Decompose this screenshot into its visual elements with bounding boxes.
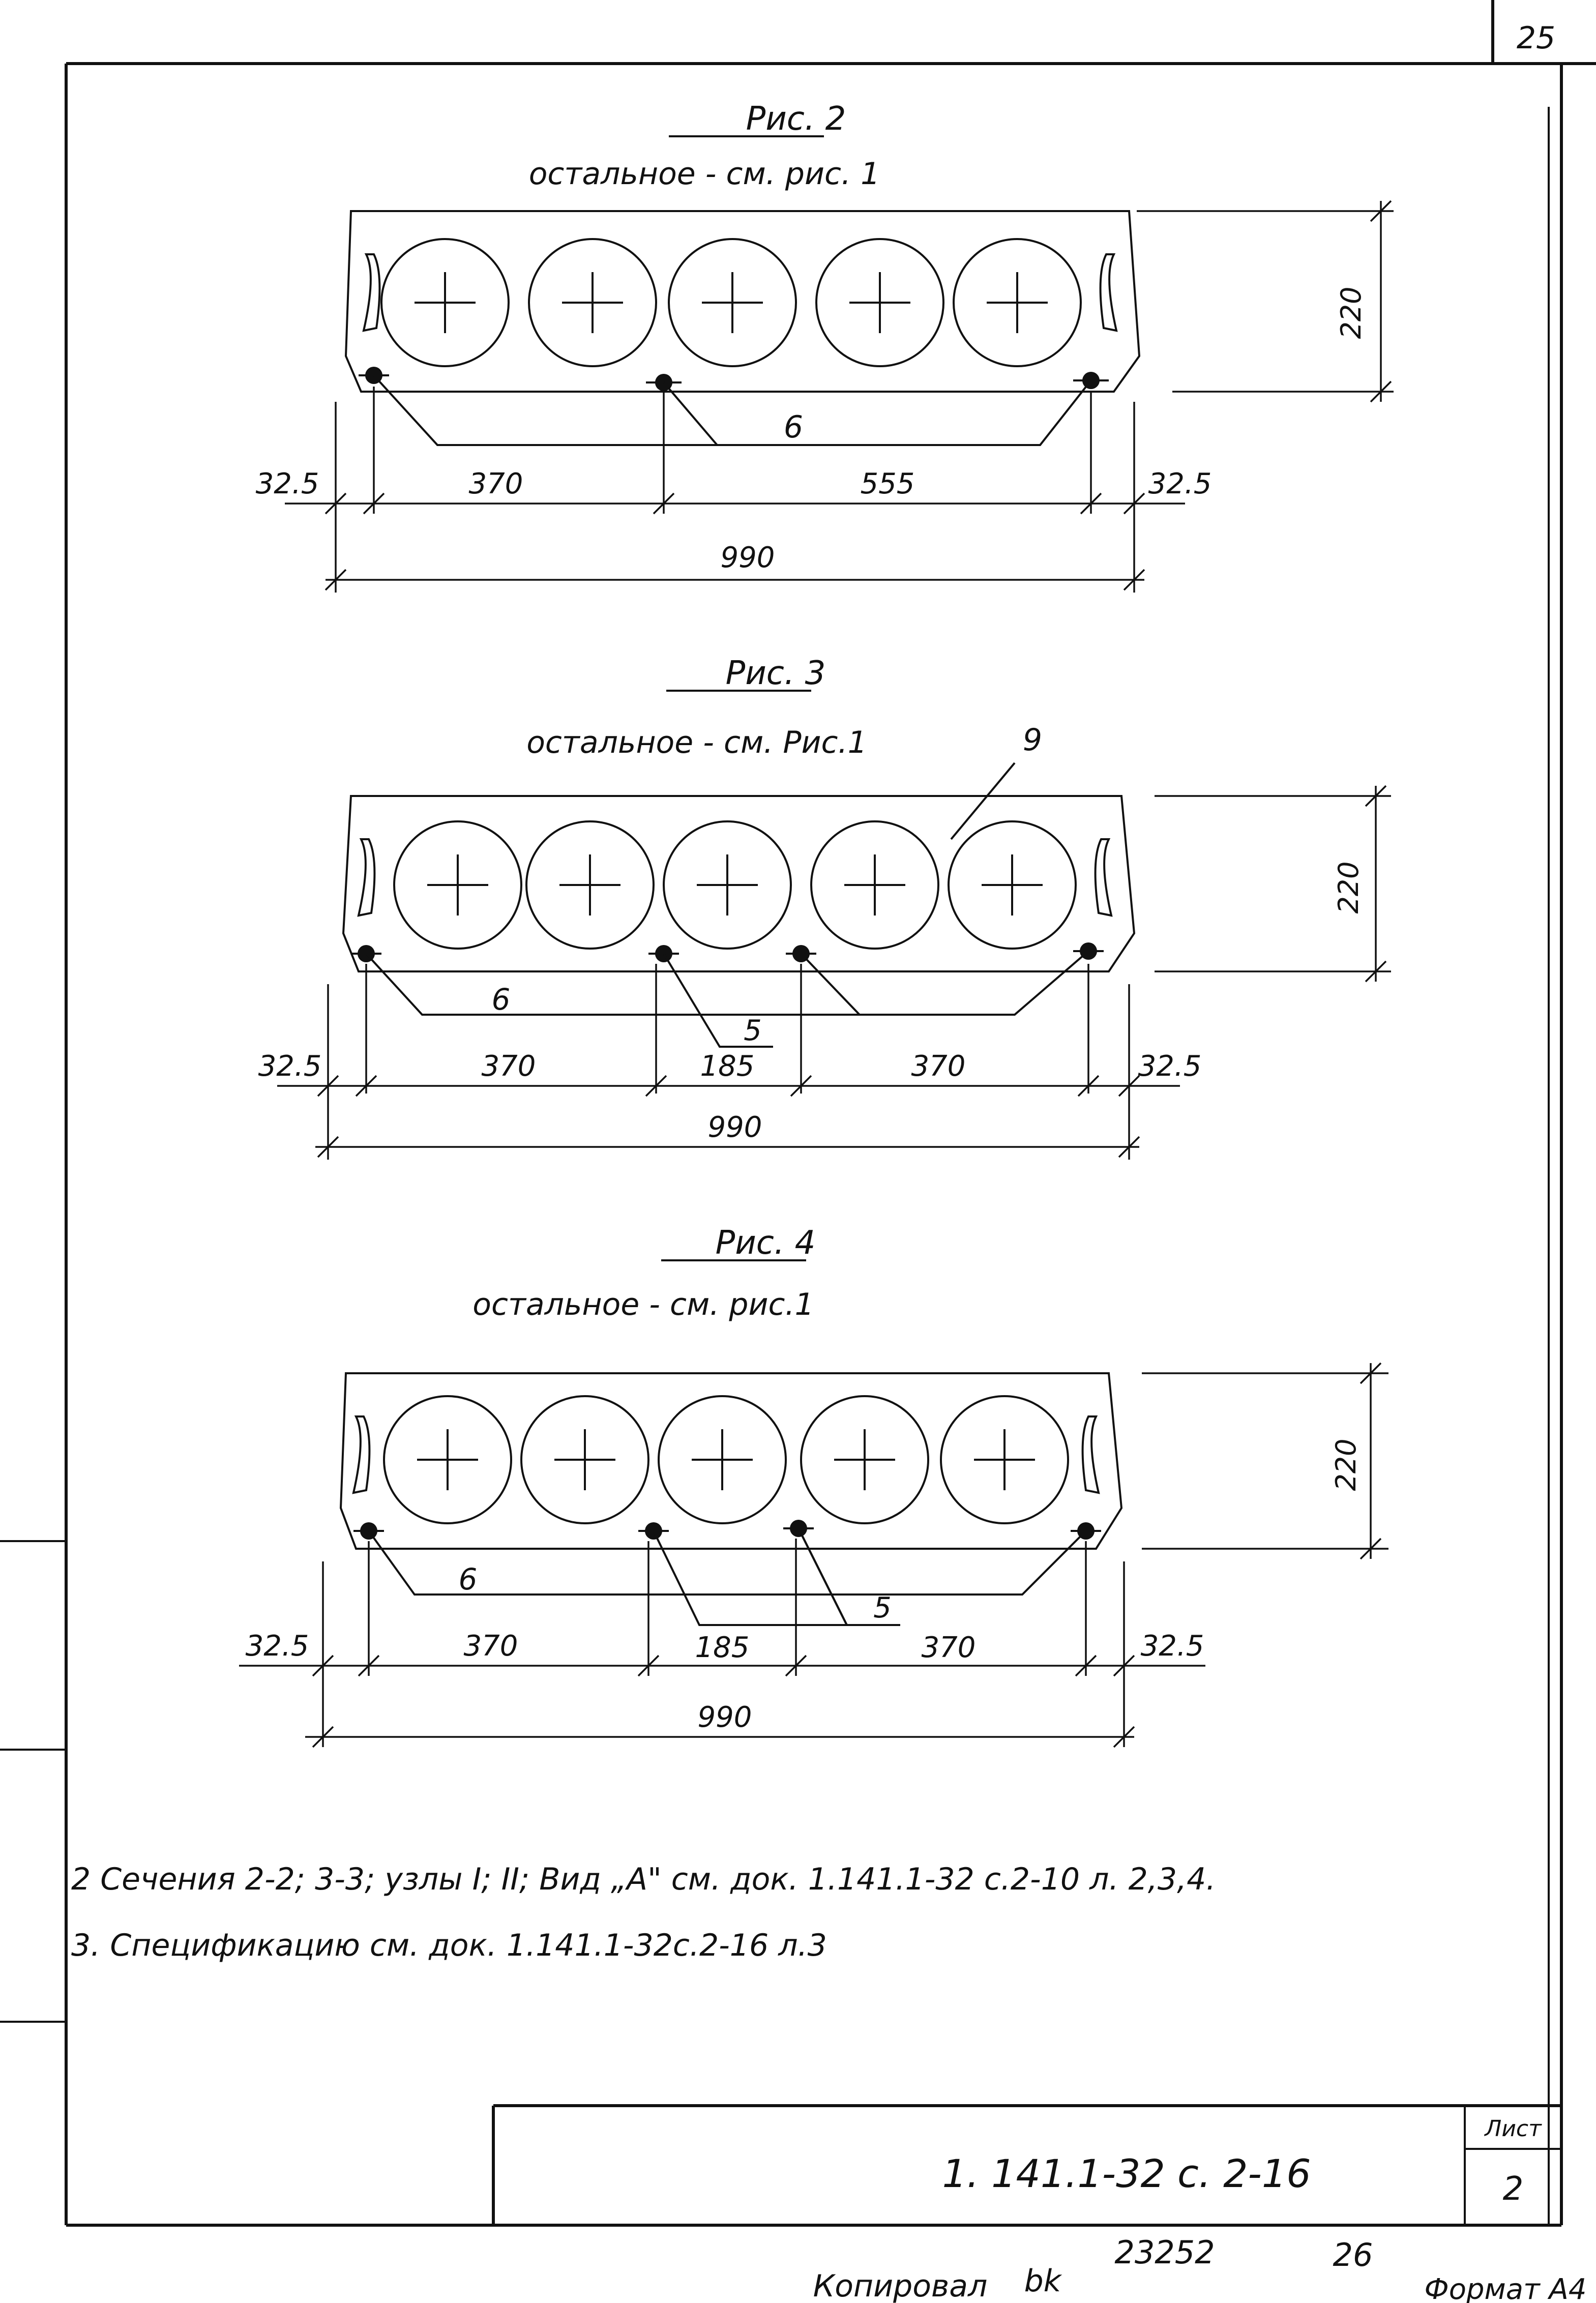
- rebar-points: [359, 367, 1109, 391]
- slab-section: [342, 795, 1136, 972]
- note-line: 2 Сечения 2-2; 3-3; узлы I; II; Вид „А" …: [71, 1862, 1216, 1897]
- height-dimension: 220: [1330, 1438, 1362, 1491]
- figure-subtitle: остальное - см. рис. 1: [529, 156, 880, 192]
- figure-subtitle: остальное - см. Рис.1: [526, 725, 867, 760]
- slab-section: [344, 210, 1141, 393]
- dimension-span: 555: [861, 467, 915, 500]
- slab-section: [339, 1372, 1123, 1550]
- dimension-span: 370: [482, 1050, 536, 1083]
- callout-6: 6: [459, 1562, 478, 1597]
- height-dimension: 220: [1333, 861, 1365, 913]
- callout-5: 5: [873, 1591, 892, 1625]
- figure-2: Рис. 2 остальное - см. рис. 1 6: [256, 100, 1394, 593]
- drawing-frame: [0, 0, 1596, 2227]
- dimension-span: 370: [469, 467, 523, 500]
- sheet-label: Лист: [1484, 2116, 1542, 2142]
- sheet-corner-number: 25: [1517, 20, 1555, 56]
- sheet-total: 26: [1333, 2236, 1373, 2274]
- note-line: 3. Спецификацию см. док. 1.141.1-32с.2-1…: [71, 1928, 827, 1963]
- dimension-span: 185: [700, 1050, 755, 1083]
- copied-by-label: Копировал: [813, 2268, 988, 2303]
- dimension-span: 370: [911, 1050, 966, 1083]
- callout-5: 5: [744, 1014, 762, 1047]
- callout-6: 6: [492, 982, 511, 1017]
- figure-title: Рис. 4: [716, 1224, 816, 1262]
- callout-9: 9: [1023, 722, 1042, 758]
- title-block: Лист 2 1. 141.1-32 с. 2-16: [492, 2104, 1561, 2225]
- figure-subtitle: остальное - см. рис.1: [472, 1287, 814, 1322]
- callout-6: 6: [784, 409, 803, 445]
- dimension-span: 370: [464, 1630, 518, 1663]
- notes: 2 Сечения 2-2; 3-3; узлы I; II; Вид „А" …: [71, 1862, 1216, 1963]
- dimension-span: 370: [922, 1631, 976, 1664]
- figure-title: Рис. 2: [746, 100, 846, 138]
- figure-title: Рис. 3: [726, 655, 826, 692]
- void-circles: [383, 1395, 1069, 1524]
- copier-signature: bk: [1024, 2263, 1062, 2299]
- figure-3: Рис. 3 остальное - см. Рис.1 9 6: [258, 655, 1391, 1160]
- dimension-total: 990: [698, 1701, 752, 1734]
- paper-format: Формат А4: [1425, 2273, 1587, 2303]
- height-dimension: 220: [1335, 286, 1367, 339]
- void-circles: [380, 238, 1082, 367]
- dimension-edge-left: 32.5: [256, 467, 319, 500]
- dimension-total: 990: [708, 1111, 762, 1144]
- dimension-edge-right: 32.5: [1138, 1050, 1202, 1083]
- sheet-number: 2: [1503, 2170, 1524, 2208]
- dimension-edge-left: 32.5: [246, 1630, 309, 1663]
- dimension-span: 185: [695, 1631, 750, 1664]
- order-number: 23252: [1114, 2234, 1215, 2271]
- dimension-edge-right: 32.5: [1148, 467, 1212, 500]
- dimension-edge-right: 32.5: [1141, 1630, 1204, 1663]
- dimension-edge-left: 32.5: [258, 1050, 322, 1083]
- dimension-total: 990: [721, 541, 775, 574]
- document-code: 1. 141.1-32 с. 2-16: [942, 2151, 1311, 2196]
- figure-4: Рис. 4 остальное - см. рис.1 6: [239, 1224, 1388, 1748]
- void-circles: [393, 820, 1077, 950]
- footer: Копировал bk 23252 26 Формат А4: [813, 2234, 1587, 2303]
